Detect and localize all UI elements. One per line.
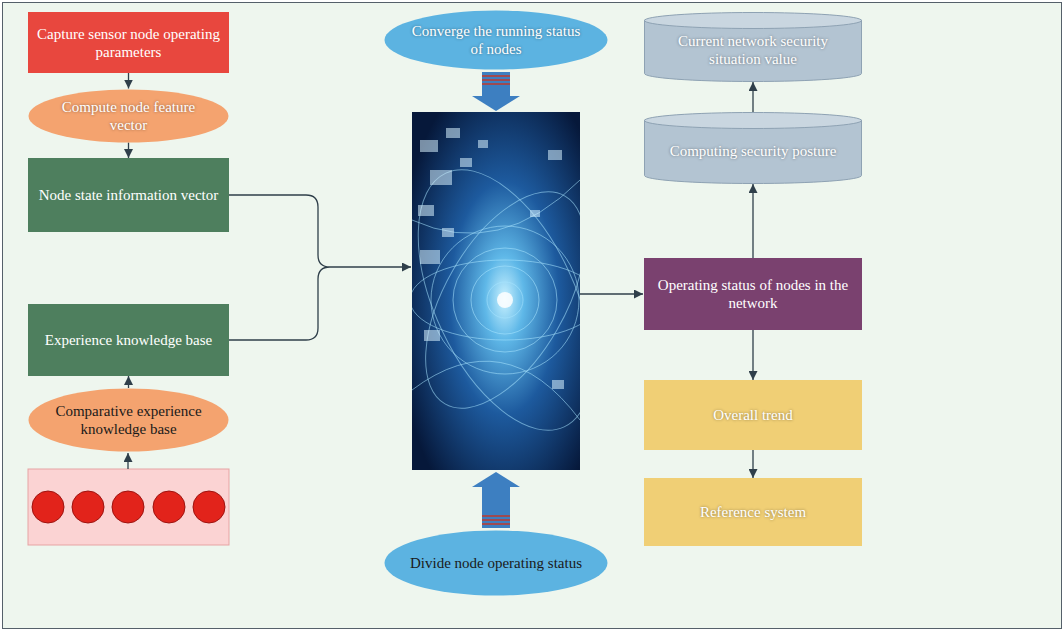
process-ellipse: Divide node operating status xyxy=(384,530,608,596)
node-label: Divide node operating status xyxy=(406,554,586,572)
database-cylinder: Current network security situation value xyxy=(644,12,862,82)
process-ellipse: Converge the running status of nodes xyxy=(384,10,608,70)
arrow-line xyxy=(330,266,411,267)
node-label: Converge the running status of nodes xyxy=(406,22,586,58)
result-box: Overall trend xyxy=(644,380,862,450)
converge-arrow xyxy=(472,72,520,111)
process-box: Capture sensor node operating parameters xyxy=(28,12,229,73)
node-label: Overall trend xyxy=(653,406,853,424)
data-box: Node state information vector xyxy=(28,158,229,232)
flow-arrow xyxy=(752,184,753,258)
flow-arrow xyxy=(752,450,753,478)
node-label: Compute node feature vector xyxy=(48,98,209,134)
process-ellipse: Compute node feature vector xyxy=(28,89,229,143)
data-box: Experience knowledge base xyxy=(28,304,229,376)
network-illustration xyxy=(412,112,580,470)
node-label: Node state information vector xyxy=(37,186,220,204)
node-label: Comparative experience knowledge base xyxy=(48,402,209,438)
node-label: Computing security posture xyxy=(654,142,852,160)
ellipse-outline xyxy=(384,10,608,70)
divide-arrow xyxy=(472,472,520,528)
status-box: Operating status of nodes in the network xyxy=(644,258,862,330)
node-label: Operating status of nodes in the network xyxy=(653,276,853,312)
flow-arrow xyxy=(128,376,129,388)
ellipse-outline xyxy=(28,388,229,452)
flow-arrow xyxy=(128,73,129,89)
ellipse-outline xyxy=(28,89,229,143)
node-label: Current network security situation value xyxy=(654,32,852,68)
frame xyxy=(3,3,1062,629)
node-label: Reference system xyxy=(653,503,853,521)
flow-arrow xyxy=(752,330,753,380)
database-cylinder: Computing security posture xyxy=(644,112,862,184)
process-ellipse: Comparative experience knowledge base xyxy=(28,388,229,452)
arrow-line xyxy=(580,293,643,294)
node-label: Experience knowledge base xyxy=(37,331,220,349)
arrow-line xyxy=(127,453,128,469)
sensor-array xyxy=(28,469,229,545)
flow-arrow xyxy=(752,82,753,112)
node-label: Capture sensor node operating parameters xyxy=(37,25,220,61)
bracket xyxy=(229,195,330,340)
flow-arrow xyxy=(128,143,129,159)
result-box: Reference system xyxy=(644,478,862,546)
